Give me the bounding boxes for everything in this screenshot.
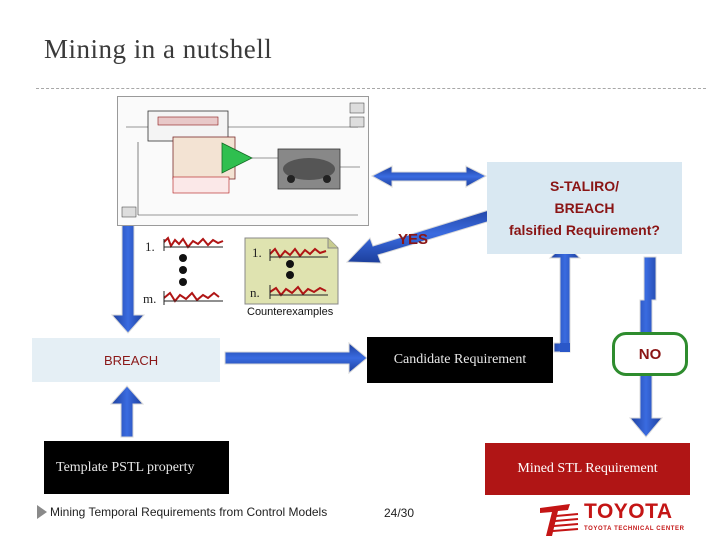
counterexamples-label: Counterexamples — [247, 306, 334, 318]
yes-label: YES — [398, 231, 429, 248]
mined-stl-requirement-box: Mined STL Requirement — [485, 443, 690, 495]
triangle-right-icon — [37, 505, 47, 519]
arrow-model-falsifier — [370, 165, 488, 188]
ellipsis-dot — [179, 254, 187, 262]
footer-text: Mining Temporal Requirements from Contro… — [50, 505, 328, 519]
control-model-diagram — [117, 96, 369, 226]
ellipsis-dot — [286, 271, 294, 279]
no-label: NO — [612, 332, 688, 376]
counterexample-label-last: n. — [250, 285, 260, 300]
arrow-model-to-breach — [110, 224, 146, 334]
ellipsis-dot — [179, 266, 187, 274]
toyota-logo: TOYOTA TOYOTA TECHNICAL CENTER — [536, 500, 696, 540]
counterexample-signal-first — [269, 247, 327, 259]
arrow-candidate-to-falsifier — [548, 243, 582, 353]
slide-title: Mining in a nutshell — [44, 34, 273, 64]
arrow-breach-to-candidate — [224, 341, 368, 375]
falsifier-line-2: BREACH — [554, 200, 615, 216]
breach-box: BREACH — [32, 338, 220, 382]
brand-name: TOYOTA — [584, 500, 673, 523]
falsifier-line-1: S-TALIRO/ — [550, 178, 619, 194]
trace-label-last: m. — [143, 291, 157, 306]
toyota-emblem-icon — [540, 504, 579, 536]
counterexamples-card — [244, 237, 339, 305]
arrow-template-to-breach — [109, 385, 145, 438]
template-pstl-box: Template PSTL property — [44, 441, 229, 494]
ellipsis-dot — [179, 278, 187, 286]
falsifier-line-3: falsified Requirement? — [509, 222, 660, 238]
counterexample-label-first: 1. — [252, 245, 262, 260]
simulink-model-icon — [118, 97, 368, 225]
candidate-requirement-box: Candidate Requirement — [367, 337, 553, 383]
trace-signals-left — [163, 236, 224, 305]
trace-signal-last — [163, 291, 220, 303]
title-divider — [36, 88, 706, 89]
brand-subtitle: TOYOTA TECHNICAL CENTER — [584, 526, 685, 532]
ellipsis-dot — [286, 260, 294, 268]
trace-label-first: 1. — [145, 239, 155, 254]
counterexample-signal-last — [269, 285, 327, 297]
trace-signal-first — [163, 236, 224, 249]
page-number: 24/30 — [384, 506, 415, 520]
falsifier-box: S-TALIRO/ BREACH falsified Requirement? — [487, 162, 682, 254]
